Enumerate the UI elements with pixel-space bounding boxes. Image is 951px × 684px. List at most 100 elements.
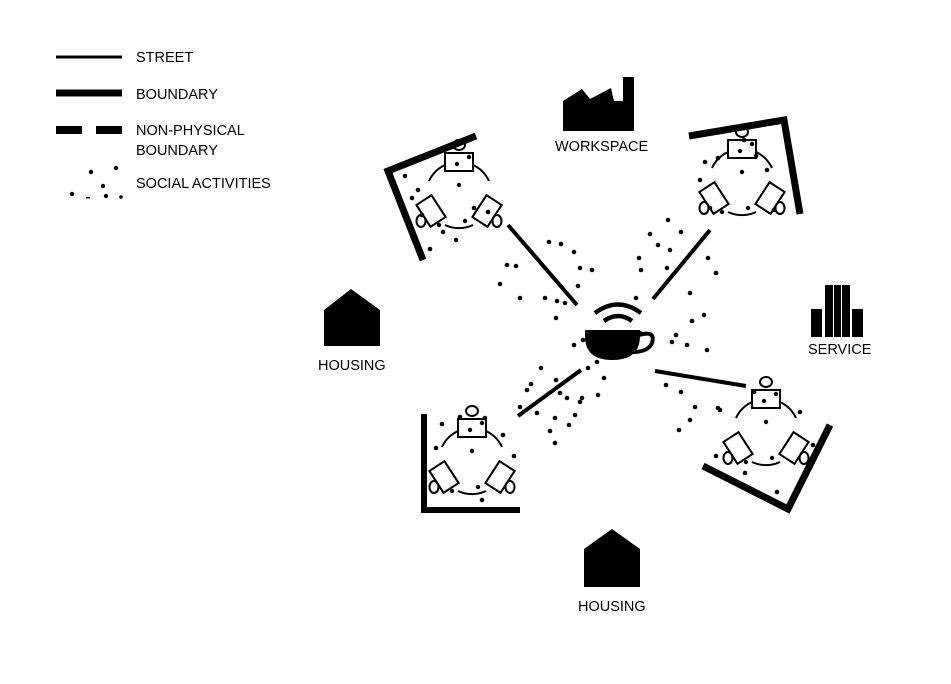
social-activity-dot [689, 318, 695, 324]
social-activity-dot [577, 265, 583, 271]
social-activity-dot [638, 267, 644, 273]
social-activity-dot [664, 265, 670, 271]
social-activity-dot [676, 427, 682, 433]
social-activity-dot [558, 241, 564, 247]
social-activity-dot [579, 395, 585, 401]
legend-social-activities-label: SOCIAL ACTIVITIES [136, 176, 271, 192]
social-activity-dot [687, 290, 693, 296]
social-activity-dot [482, 415, 488, 421]
boundary-northeast [688, 115, 804, 215]
seating-group [428, 405, 516, 496]
social-activity-dot [580, 337, 586, 343]
social-activity-dot [557, 390, 563, 396]
social-activity-dot [572, 412, 578, 418]
social-activity-dot [684, 342, 690, 348]
street-southwest [516, 368, 583, 418]
factory-icon [563, 77, 634, 131]
social-activity-dot [673, 332, 679, 338]
social-activity-dot [415, 187, 421, 193]
social-activity-dot [402, 173, 408, 179]
social-activity-dot [433, 445, 439, 451]
social-activity-dot [562, 300, 568, 306]
social-activity-dot [595, 392, 601, 398]
social-activity-dot [741, 137, 747, 143]
social-activity-dot [713, 270, 719, 276]
social-activity-dot [552, 415, 558, 421]
social-activity-dot [705, 255, 711, 261]
social-activity-dot [440, 229, 446, 235]
social-activity-dot [534, 410, 540, 416]
social-activity-dot [771, 207, 777, 213]
social-activities-dots [402, 137, 816, 503]
social-activity-dot [553, 377, 559, 383]
social-activity-dot [439, 421, 445, 427]
social-activity-dot [497, 281, 503, 287]
social-activity-dot [577, 399, 583, 405]
social-activity-dot [601, 375, 607, 381]
social-activity-dot [702, 159, 708, 165]
social-activity-dot [554, 298, 560, 304]
social-activity-dot [517, 404, 523, 410]
social-activity-dot [546, 239, 552, 245]
social-activity-dot [511, 453, 517, 459]
social-activity-dot [504, 262, 510, 268]
social-activity-dot [419, 212, 425, 218]
social-activity-dot [687, 417, 693, 423]
social-activity-dot [797, 409, 803, 415]
social-activity-dot [742, 470, 748, 476]
social-activity-dot [571, 249, 577, 255]
social-activity-dot [647, 231, 653, 237]
social-activity-dot [553, 315, 559, 321]
house-icon [584, 529, 640, 587]
social-activity-dot [764, 167, 770, 173]
social-activity-dot [453, 237, 459, 243]
social-activity-dot [517, 295, 523, 301]
boundary-southwest [421, 414, 520, 513]
social-activity-dot [471, 205, 477, 211]
social-activity-dot [575, 283, 581, 289]
social-activity-dot [538, 365, 544, 371]
seating-group [722, 376, 810, 467]
streets [506, 223, 747, 418]
boundary-southeast [701, 423, 834, 514]
social-activity-dot [697, 177, 703, 183]
social-activity-dot [774, 489, 780, 495]
social-activity-dot [594, 359, 600, 365]
legend-street-label: STREET [136, 50, 193, 66]
service-landmark: SERVICE [808, 285, 872, 358]
social-activity-dot [589, 267, 595, 273]
social-activity-dot [524, 387, 530, 393]
social-activity-dot [409, 195, 415, 201]
coffee-cup-wifi-icon [585, 302, 655, 360]
social-activity-dot [542, 295, 548, 301]
boundary-northwest [383, 132, 478, 262]
social-activity-dot [663, 382, 669, 388]
social-activity-dot [633, 295, 639, 301]
social-activity-dot [457, 414, 463, 420]
social-activity-dot [669, 339, 675, 345]
social-activity-dot [667, 247, 673, 253]
service-label: SERVICE [808, 342, 872, 358]
street-northwest [506, 223, 579, 307]
social-activity-dot [715, 155, 721, 161]
housing-left-landmark: HOUSING [318, 289, 386, 374]
legend-social-activities-dots [69, 165, 123, 199]
social-activity-dot [678, 229, 684, 235]
house-icon [324, 289, 380, 346]
legend-non-physical-boundary-line [56, 126, 122, 134]
social-activity-dot [513, 263, 519, 269]
housing-bottom-landmark: HOUSING [578, 529, 646, 615]
housing-bottom-label: HOUSING [578, 599, 646, 615]
social-activity-dot [678, 389, 684, 395]
social-activity-dot [552, 440, 558, 446]
legend-non-physical-label-line2: BOUNDARY [136, 143, 218, 159]
social-activity-dot [585, 365, 591, 371]
social-activity-dot [427, 246, 433, 252]
social-activity-dot [547, 428, 553, 434]
legend-non-physical-label-line1: NON-PHYSICAL [136, 123, 245, 139]
social-activity-dot [704, 347, 710, 353]
social-activity-dot [751, 389, 757, 395]
social-activity-dot [500, 432, 506, 438]
social-activity-dot [753, 153, 759, 159]
